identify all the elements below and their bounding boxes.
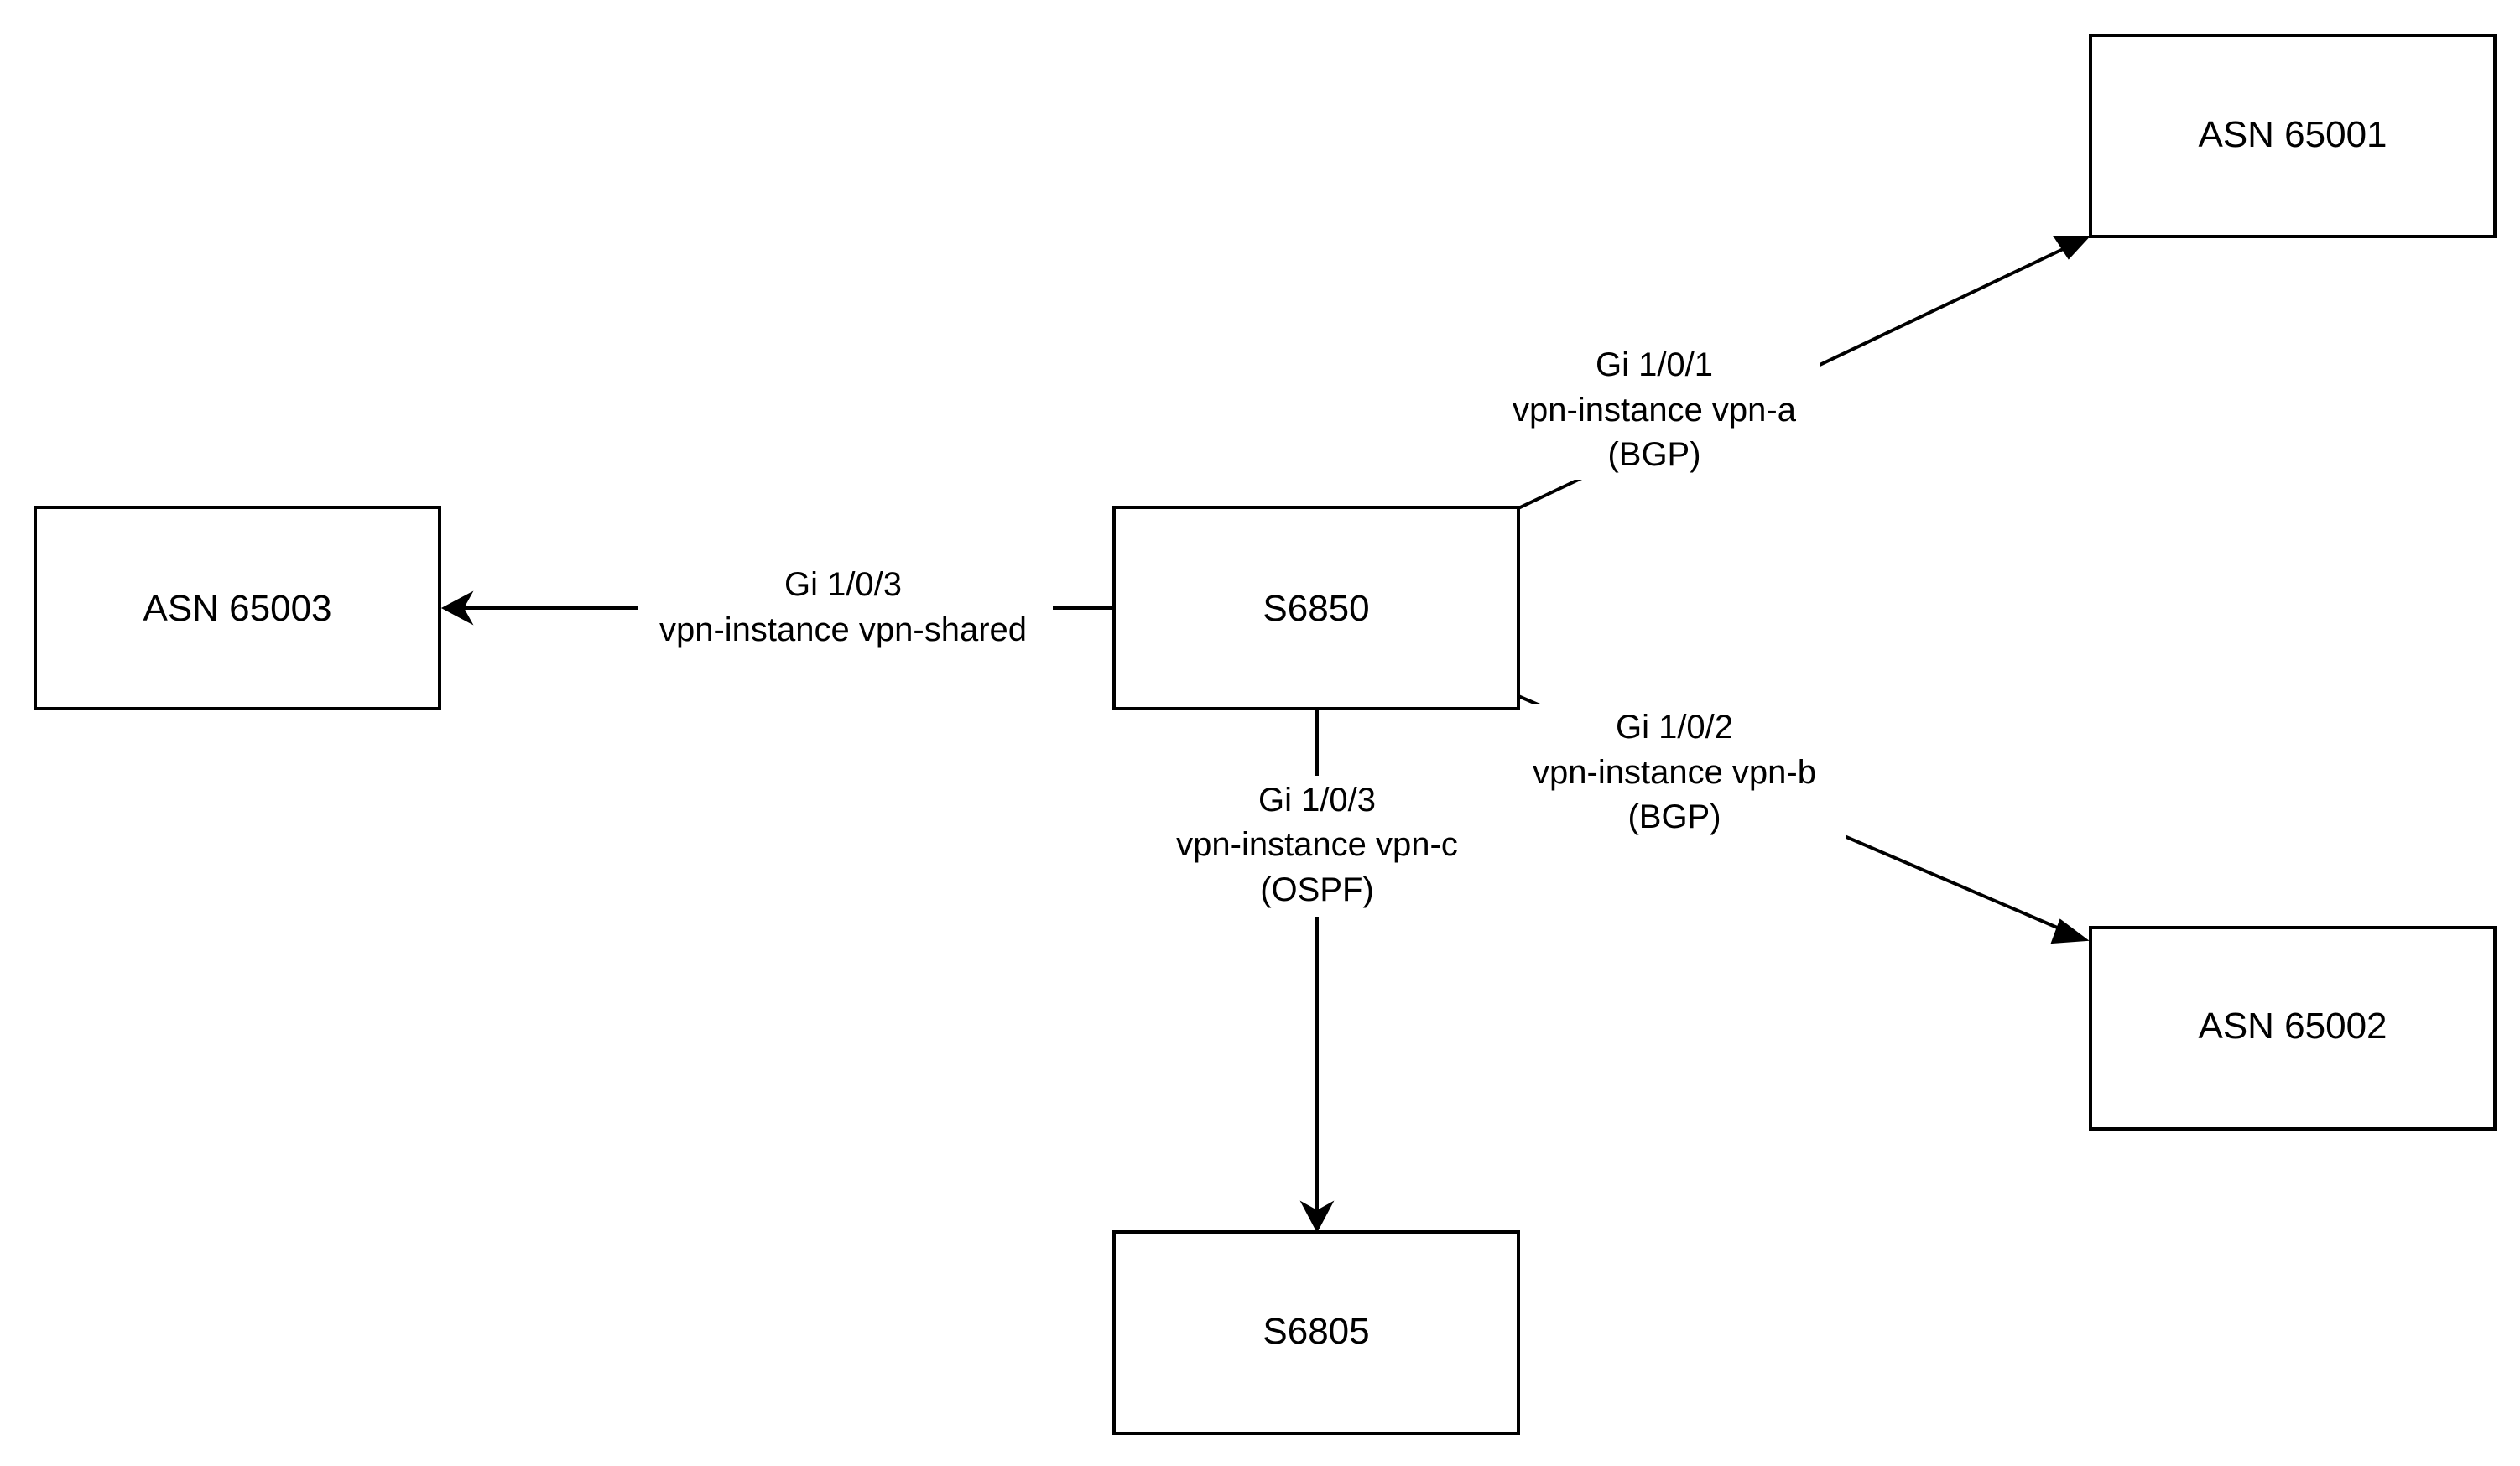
label-asn65003-line1: Gi 1/0/3 bbox=[784, 566, 902, 603]
label-asn65001-line2: vpn-instance vpn-a bbox=[1513, 392, 1797, 429]
label-asn65001-line3: (BGP) bbox=[1607, 436, 1700, 473]
label-asn65002-line2: vpn-instance vpn-b bbox=[1533, 754, 1816, 791]
arrowhead-s6805 bbox=[1299, 1200, 1335, 1234]
node-asn65002-label: ASN 65002 bbox=[2198, 1006, 2387, 1047]
edge-label-asn65003: Gi 1/0/3 vpn-instance vpn-shared bbox=[638, 558, 1053, 660]
label-s6805-line2: vpn-instance vpn-c bbox=[1176, 826, 1458, 863]
label-asn65003-line2: vpn-instance vpn-shared bbox=[659, 611, 1027, 648]
arrowhead-asn65002 bbox=[2050, 918, 2090, 944]
label-asn65002-line3: (BGP) bbox=[1627, 798, 1721, 835]
node-asn65001[interactable]: ASN 65001 bbox=[2089, 34, 2497, 238]
node-asn65003[interactable]: ASN 65003 bbox=[34, 506, 441, 710]
label-asn65001-line1: Gi 1/0/1 bbox=[1596, 346, 1713, 383]
node-s6850-label: S6850 bbox=[1263, 588, 1369, 629]
label-s6805-line3: (OSPF) bbox=[1260, 871, 1374, 908]
label-s6805-line1: Gi 1/0/3 bbox=[1258, 782, 1376, 819]
edge-label-asn65002: Gi 1/0/2 vpn-instance vpn-b (BGP) bbox=[1510, 704, 1846, 849]
node-s6805-label: S6805 bbox=[1263, 1311, 1369, 1352]
node-s6850[interactable]: S6850 bbox=[1112, 506, 1520, 710]
arrowhead-asn65003 bbox=[440, 590, 474, 626]
node-s6805[interactable]: S6805 bbox=[1112, 1230, 1520, 1435]
node-asn65002[interactable]: ASN 65002 bbox=[2089, 926, 2497, 1131]
label-asn65002-line1: Gi 1/0/2 bbox=[1616, 709, 1733, 746]
arrowhead-asn65001 bbox=[2053, 236, 2091, 260]
node-asn65001-label: ASN 65001 bbox=[2198, 114, 2387, 155]
edge-label-s6805: Gi 1/0/3 vpn-instance vpn-c (OSPF) bbox=[1153, 776, 1481, 917]
node-asn65003-label: ASN 65003 bbox=[143, 588, 331, 629]
edge-label-asn65001: Gi 1/0/1 vpn-instance vpn-a (BGP) bbox=[1485, 335, 1820, 480]
